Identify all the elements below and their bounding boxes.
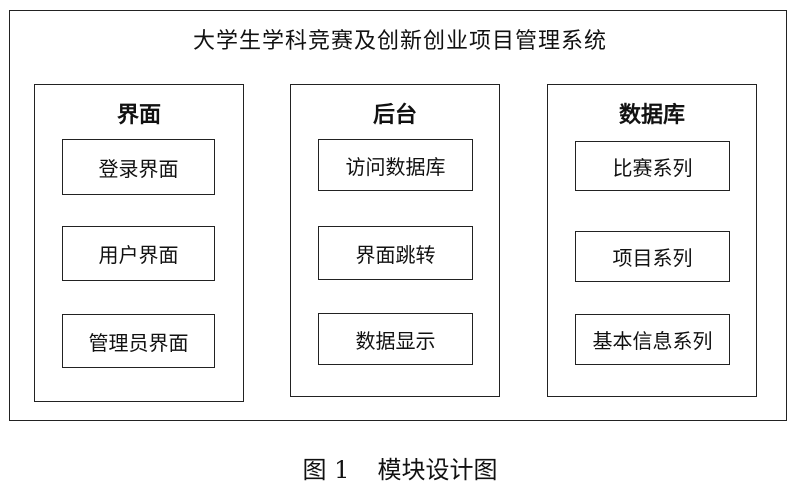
module-title: 后台 — [372, 102, 417, 128]
module-title: 数据库 — [618, 102, 685, 128]
figure-title: 模块设计图 — [377, 456, 498, 484]
module-item: 基本信息系列 — [575, 314, 730, 365]
module-database: 数据库 比赛系列 项目系列 基本信息系列 — [547, 84, 757, 397]
module-backend: 后台 访问数据库 界面跳转 数据显示 — [290, 84, 500, 397]
module-item: 项目系列 — [575, 231, 730, 282]
module-item: 比赛系列 — [575, 141, 730, 191]
module-title: 界面 — [116, 102, 161, 128]
system-title: 大学生学科竞赛及创新创业项目管理系统 — [192, 29, 607, 54]
module-item: 登录界面 — [62, 139, 215, 195]
figure-label: 图 1 — [302, 456, 350, 484]
module-item: 数据显示 — [318, 313, 473, 365]
module-item: 管理员界面 — [62, 314, 215, 368]
system-frame — [9, 10, 787, 421]
module-item: 用户界面 — [62, 226, 215, 281]
module-item: 访问数据库 — [318, 139, 473, 191]
module-ui: 界面 登录界面 用户界面 管理员界面 — [34, 84, 244, 402]
figure-caption: 图 1 模块设计图 — [0, 450, 800, 485]
module-item: 界面跳转 — [318, 226, 473, 280]
